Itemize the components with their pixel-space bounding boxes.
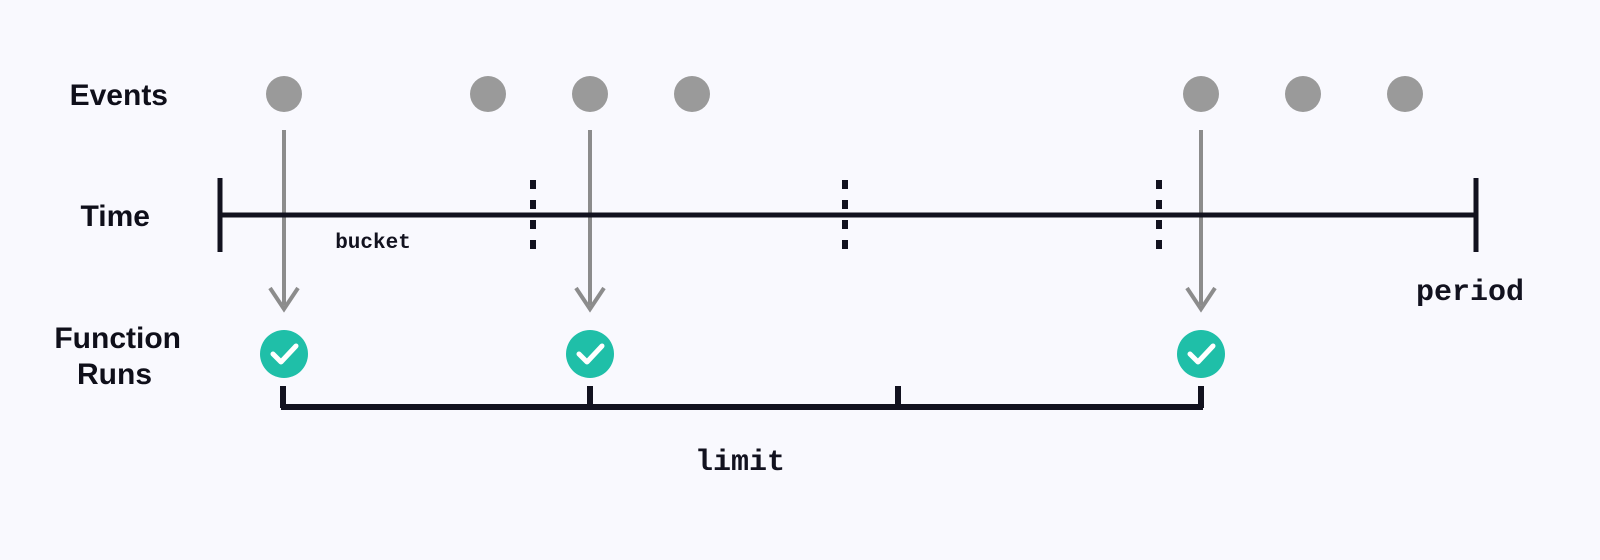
function-run-success[interactable] <box>566 330 614 378</box>
bucket-label: bucket <box>335 232 411 255</box>
function-runs-group <box>260 330 1225 378</box>
time-row-label: Time <box>81 200 150 233</box>
event-dot[interactable] <box>1387 76 1423 112</box>
function-runs-row-label-line2: Runs <box>77 358 152 391</box>
event-dot[interactable] <box>470 76 506 112</box>
period-label: period <box>1416 276 1524 310</box>
event-dot[interactable] <box>572 76 608 112</box>
check-icon <box>270 343 299 365</box>
check-icon <box>1187 343 1216 365</box>
event-dot[interactable] <box>266 76 302 112</box>
check-icon <box>576 343 605 365</box>
event-dots-group <box>266 76 1423 112</box>
event-dot[interactable] <box>1285 76 1321 112</box>
limit-label: limit <box>695 446 785 480</box>
time-axis-group <box>217 178 1479 252</box>
limit-bracket-group <box>280 386 1204 410</box>
function-run-success[interactable] <box>1177 330 1225 378</box>
event-dot[interactable] <box>674 76 710 112</box>
function-runs-row-label-line1: Function <box>54 322 181 355</box>
event-dot[interactable] <box>1183 76 1219 112</box>
events-row-label: Events <box>70 79 168 112</box>
function-run-success[interactable] <box>260 330 308 378</box>
